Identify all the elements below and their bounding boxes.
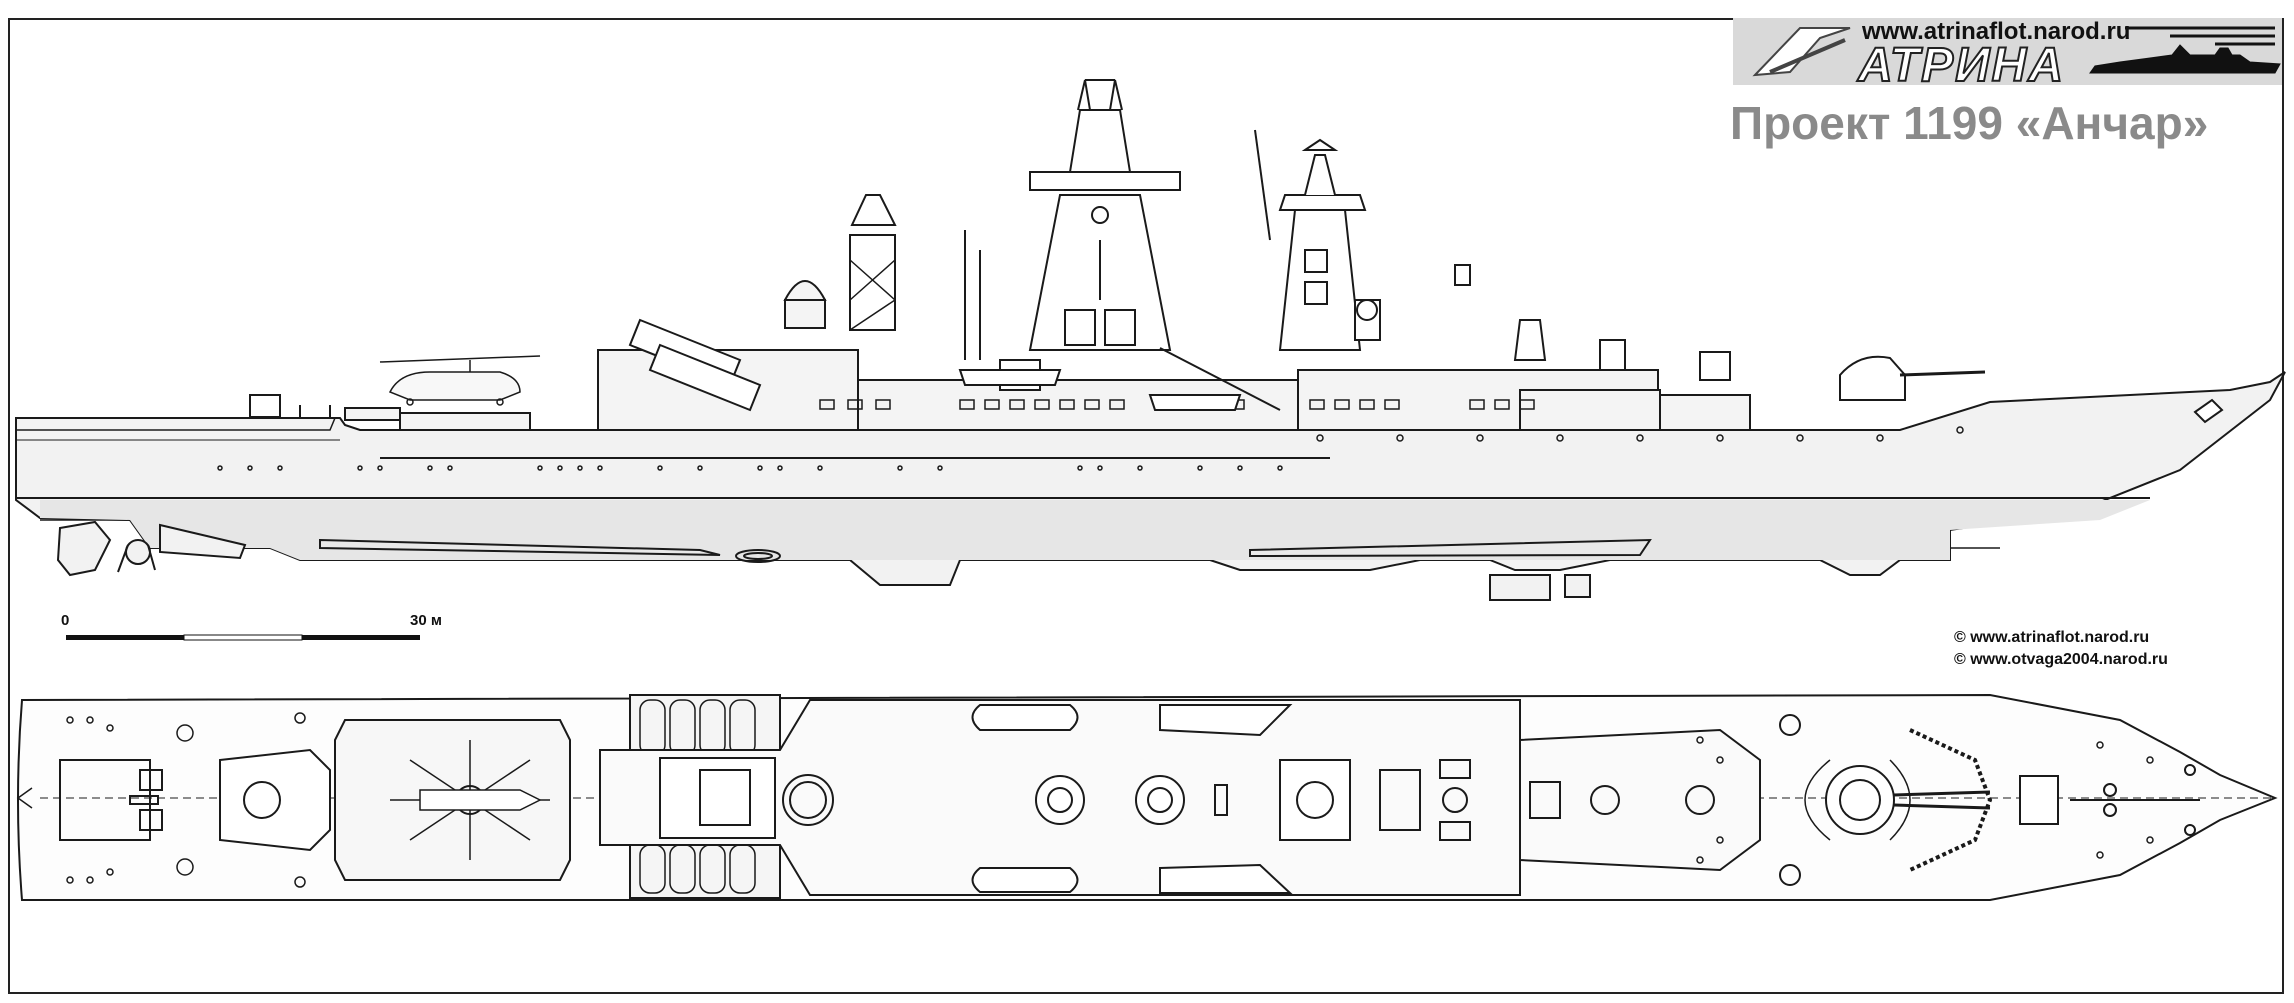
logo-site-url[interactable]: www.atrinaflot.narod.ru <box>1862 18 2131 45</box>
logo-ship-icon <box>2089 44 2281 74</box>
bow-gun-turret <box>1839 355 1906 401</box>
bow-gun-plan <box>1825 765 1895 835</box>
drawing-frame <box>8 18 2284 994</box>
scale-bar <box>66 634 420 641</box>
plan-view <box>16 693 2278 901</box>
helicopter <box>379 355 541 406</box>
scale-end-label: 30 м <box>410 612 442 629</box>
launcher-block-stbd <box>629 839 781 899</box>
fwd-mast <box>1278 209 1362 351</box>
scale-start-label: 0 <box>61 612 70 629</box>
side-profile <box>15 79 2286 601</box>
project-title: Проект 1199 «Анчар» <box>1730 97 2209 149</box>
logo-emblem <box>1752 26 2281 77</box>
portholes <box>217 426 1964 471</box>
aft-helo-hangar <box>399 412 531 431</box>
credit-otvaga[interactable]: © www.otvaga2004.narod.ru <box>1954 651 2168 668</box>
logo-wordmark: АТРИНА <box>1857 38 2065 93</box>
credit-atrinaflot[interactable]: © www.atrinaflot.narod.ru <box>1954 629 2150 646</box>
